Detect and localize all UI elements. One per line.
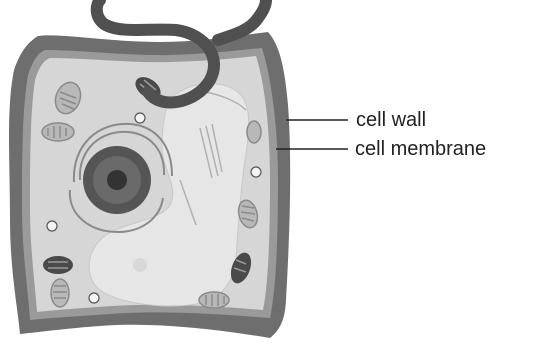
chloroplast-2 <box>42 123 74 141</box>
nucleolus <box>107 170 127 190</box>
vacuole-spot <box>133 258 147 272</box>
mitochondrion-2 <box>43 256 73 274</box>
chloroplast-3 <box>247 121 261 143</box>
vesicle-4 <box>89 293 99 303</box>
vesicle-2 <box>251 167 261 177</box>
chloroplast-5 <box>51 279 69 307</box>
vesicle-1 <box>135 113 145 123</box>
cell-membrane-label: cell membrane <box>355 139 486 159</box>
chloroplast-6 <box>199 292 229 308</box>
cell-wall-label: cell wall <box>356 110 426 130</box>
vesicle-3 <box>47 221 57 231</box>
